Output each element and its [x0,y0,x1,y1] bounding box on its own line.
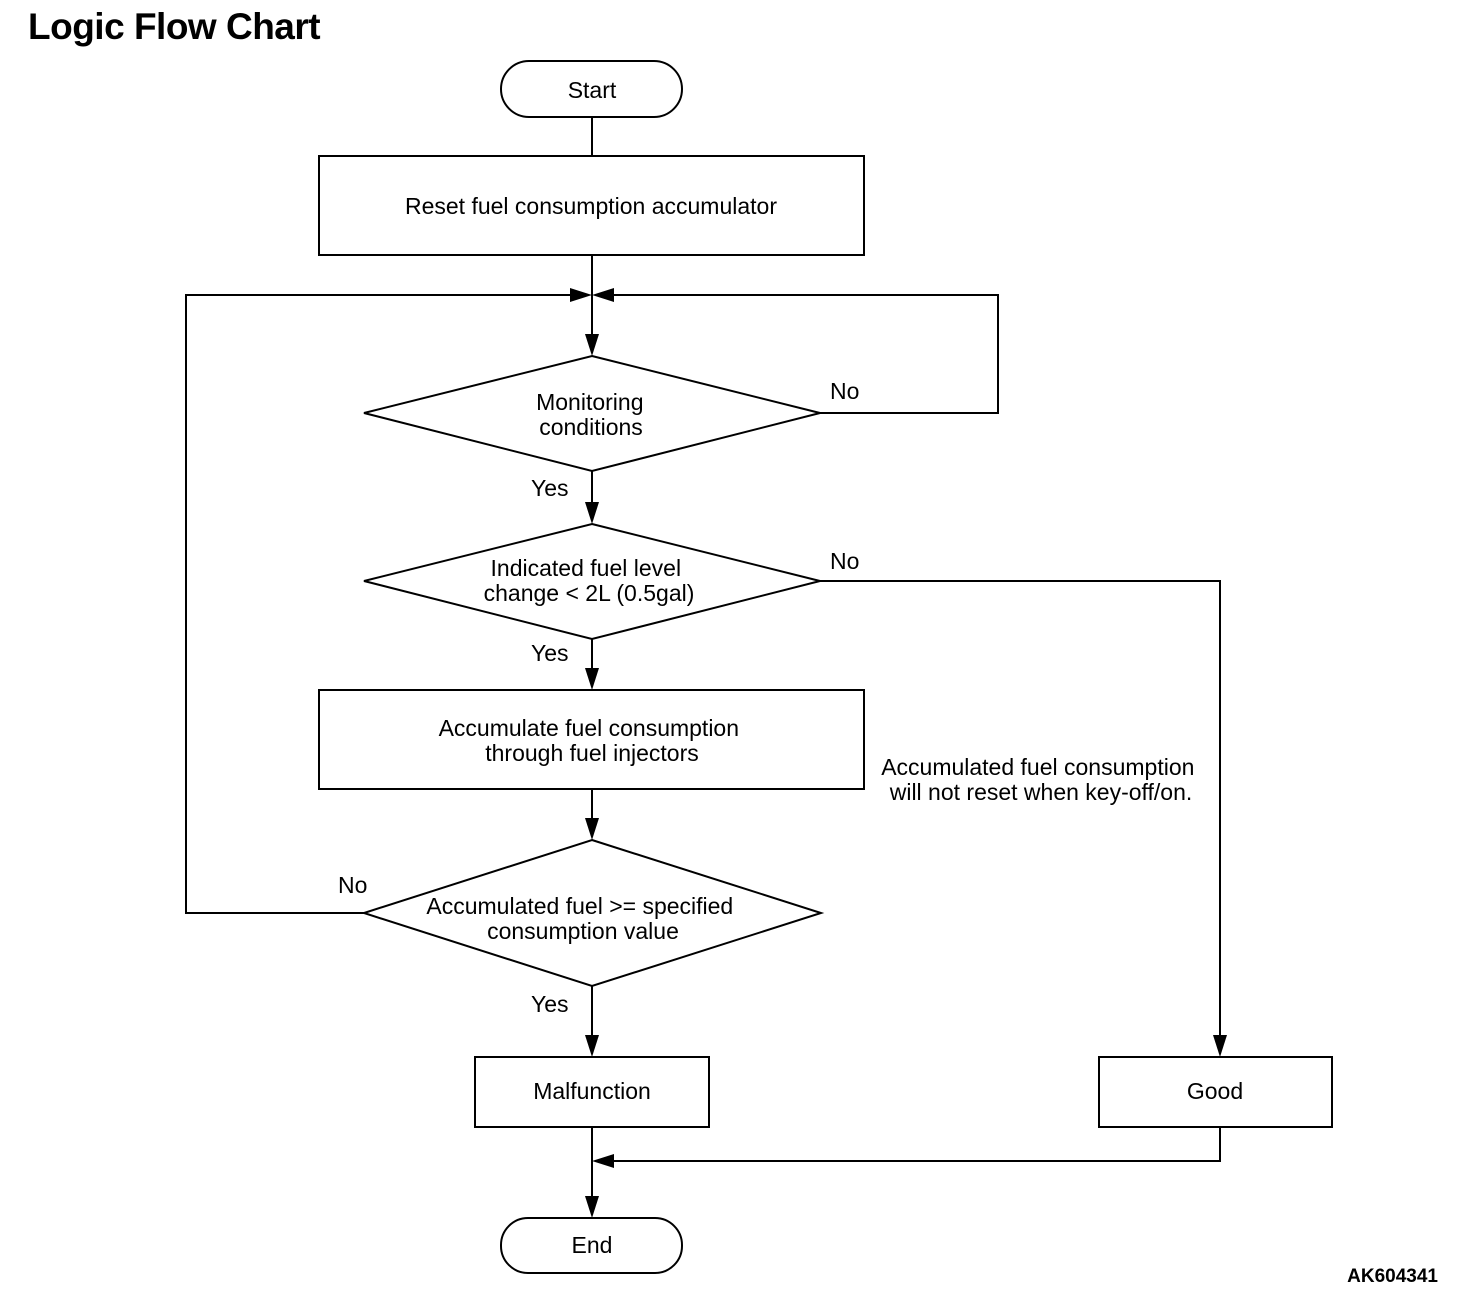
malfunction-label: Malfunction [533,1078,651,1104]
monitoring-label-line-1: Monitoring [536,389,643,415]
arrowhead-into-fuel-level [585,502,599,524]
arrowhead-into-end [585,1196,599,1218]
arrowhead-into-good [1213,1035,1227,1057]
good-label: Good [1187,1078,1243,1104]
connector-fuel-level-no [820,580,1221,1038]
fuel-level-yes-label: Yes [531,640,569,666]
monitoring-no-label: No [830,378,859,404]
arrowheads [570,288,1227,1218]
end-label: End [572,1232,613,1258]
edge-labels: No Yes No Yes No Yes [338,378,859,1017]
arrowhead-good-merge [592,1154,614,1168]
fuel-level-label-line-2: change < 2L (0.5gal) [484,580,695,606]
arrowhead-into-accumulate [585,668,599,690]
figure-code: AK604341 [1347,1266,1438,1287]
good-node: Good [1098,1056,1333,1128]
threshold-decision: Accumulated fuel >= specified consumptio… [360,838,825,988]
accumulate-label: Accumulate fuel consumption through fuel… [439,715,746,766]
connectors [185,117,1221,1198]
monitoring-label: Monitoring conditions [536,389,650,440]
accumulate-label-line-2: through fuel injectors [485,740,699,766]
accumulate-node: Accumulate fuel consumption through fuel… [318,689,865,790]
arrowhead-into-malfunction [585,1035,599,1057]
fuel-level-label: Indicated fuel level change < 2L (0.5gal… [484,555,695,606]
arrowhead-into-threshold [585,818,599,840]
connector-monitoring-no-loop [612,294,999,414]
start-label: Start [568,77,617,103]
connector-threshold-no-loop [185,294,572,914]
arrowhead-loop-right [592,288,614,302]
threshold-label: Accumulated fuel >= specified consumptio… [426,893,739,944]
accumulate-label-line-1: Accumulate fuel consumption [439,715,739,741]
reset-label: Reset fuel consumption accumulator [405,193,777,219]
threshold-no-label: No [338,872,367,898]
reset-note: Accumulated fuel consumption will not re… [881,754,1201,805]
end-node: End [500,1217,683,1274]
threshold-yes-label: Yes [531,991,569,1017]
threshold-label-line-1: Accumulated fuel >= specified [426,893,733,919]
threshold-label-line-2: consumption value [487,918,679,944]
monitoring-decision: Monitoring conditions [363,354,821,473]
arrowhead-loop-left [570,288,592,302]
page-title: Logic Flow Chart [28,6,321,47]
reset-note-line-1: Accumulated fuel consumption [881,754,1194,780]
reset-note-line-2: will not reset when key-off/on. [889,779,1193,805]
start-node: Start [500,60,683,118]
reset-node: Reset fuel consumption accumulator [318,155,865,256]
malfunction-node: Malfunction [474,1056,710,1128]
fuel-level-decision: Indicated fuel level change < 2L (0.5gal… [363,522,821,641]
connector-good-end [612,1127,1221,1162]
monitoring-yes-label: Yes [531,475,569,501]
fuel-level-label-line-1: Indicated fuel level [491,555,682,581]
fuel-level-no-label: No [830,548,859,574]
arrowhead-into-monitoring [585,334,599,356]
monitoring-label-line-2: conditions [539,414,643,440]
